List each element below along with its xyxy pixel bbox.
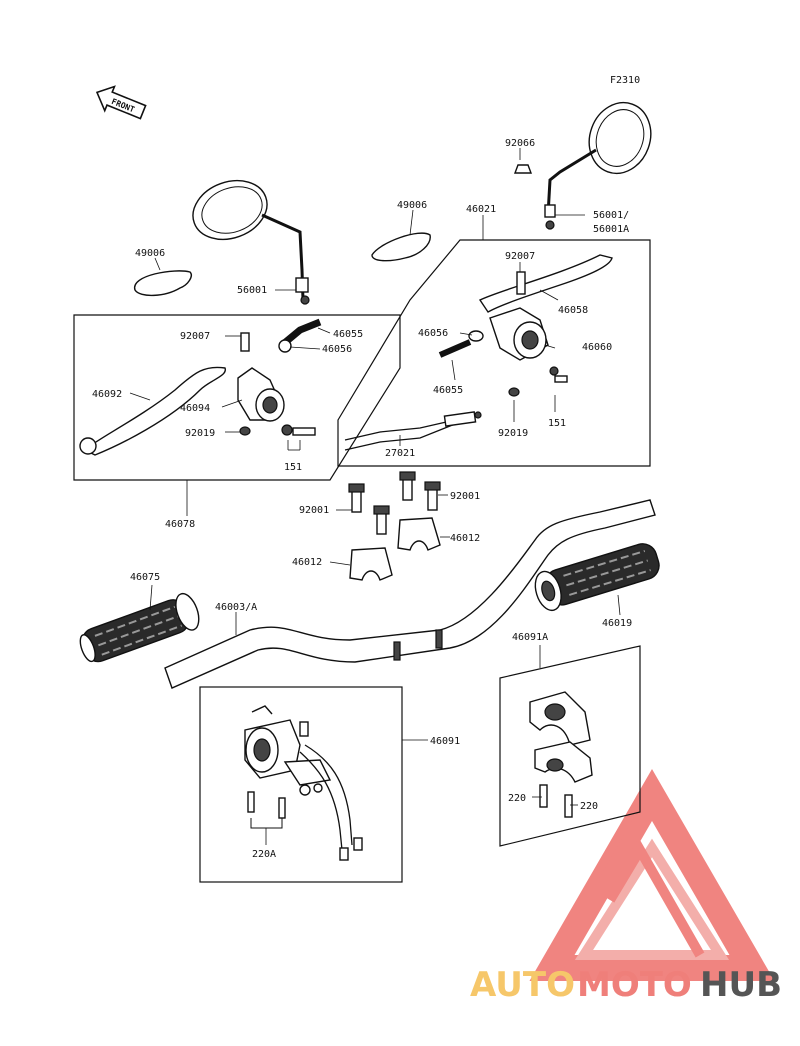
- label-46012-right: 46012: [450, 533, 480, 544]
- handlebar-marks: [393, 629, 443, 661]
- label-46019: 46019: [602, 618, 632, 629]
- leader-lines: [129, 148, 621, 845]
- front-arrow-icon: FRONT: [95, 85, 147, 120]
- label-27021: 27021: [385, 448, 415, 459]
- label-46058: 46058: [558, 305, 588, 316]
- label-46056-right: 46056: [418, 328, 448, 339]
- label-46078: 46078: [165, 519, 195, 530]
- label-92019-right: 92019: [498, 428, 528, 439]
- label-46075: 46075: [130, 572, 160, 583]
- watermark-moto: MOTO: [577, 965, 692, 1005]
- handlebar-clamps: [349, 517, 441, 581]
- watermark-auto: AUTO: [470, 965, 575, 1005]
- label-151-left: 151: [284, 462, 302, 473]
- label-92066: 92066: [505, 138, 535, 149]
- clutch-lever-assy-box: [73, 314, 401, 481]
- left-switch-box: [199, 686, 403, 883]
- label-46021: 46021: [466, 204, 496, 215]
- label-56001-slash: 56001/: [593, 210, 629, 221]
- right-mirror: [513, 101, 652, 230]
- part-labels: 92066 49006 49006 46021 56001/ 56001A 56…: [92, 138, 632, 860]
- clamp-bolts: [348, 471, 441, 535]
- watermark-hub: HUB: [700, 965, 782, 1005]
- label-56001A: 56001A: [593, 224, 629, 235]
- lever-boot-left: [134, 270, 192, 297]
- label-46003A: 46003/A: [215, 602, 257, 613]
- label-92001-right: 92001: [450, 491, 480, 502]
- right-handlebar-switch: [529, 691, 593, 818]
- label-220-left: 220: [508, 793, 526, 804]
- automotohub-watermark: AUTO MOTO HUB: [470, 965, 782, 1005]
- label-46091: 46091: [430, 736, 460, 747]
- label-46056-left: 46056: [322, 344, 352, 355]
- master-cylinder: [438, 271, 568, 397]
- label-56001: 56001: [237, 285, 267, 296]
- label-49006-left: 49006: [135, 248, 165, 259]
- label-46094: 46094: [180, 403, 210, 414]
- label-46055-right: 46055: [433, 385, 463, 396]
- automotohub-logo: [529, 769, 775, 981]
- left-mirror: [192, 179, 310, 305]
- label-92007-left: 92007: [180, 331, 210, 342]
- label-46055-left: 46055: [333, 329, 363, 340]
- brake-lever-assy-box: [337, 239, 651, 467]
- right-switch-box: [499, 645, 641, 847]
- left-handlebar-switch: [244, 705, 363, 861]
- label-92001-left: 92001: [299, 505, 329, 516]
- label-220A: 220A: [252, 849, 276, 860]
- brake-light-switch: [344, 411, 482, 451]
- clutch-lever: [83, 366, 226, 456]
- handlebar: [164, 499, 656, 689]
- lever-boot-right: [371, 232, 431, 262]
- label-46092: 46092: [92, 389, 122, 400]
- label-46060: 46060: [582, 342, 612, 353]
- label-151-right: 151: [548, 418, 566, 429]
- label-46012-left: 46012: [292, 557, 322, 568]
- front-brake-lever: [478, 254, 613, 313]
- label-220-right: 220: [580, 801, 598, 812]
- clutch-lever-bracket: [237, 318, 322, 436]
- label-92007-right: 92007: [505, 251, 535, 262]
- label-92019-left: 92019: [185, 428, 215, 439]
- label-49006-right: 49006: [397, 200, 427, 211]
- right-grip: [534, 543, 660, 612]
- figure-code: F2310: [610, 75, 640, 86]
- left-grip: [79, 592, 200, 663]
- label-46091A: 46091A: [512, 632, 548, 643]
